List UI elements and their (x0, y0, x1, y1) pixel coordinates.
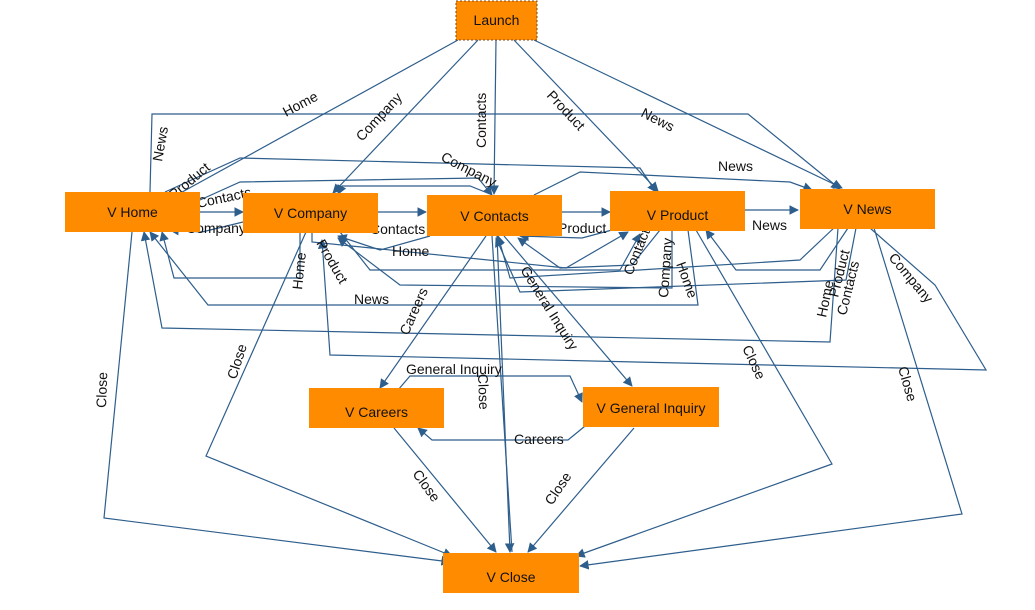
node-launch-label: Launch (474, 12, 520, 28)
node-v-close-label: V Close (486, 569, 535, 585)
edge-news-home (140, 227, 839, 343)
edge-contacts-news (533, 171, 813, 196)
edge-product-company (337, 230, 673, 289)
label-home-close: Close (93, 372, 110, 409)
edge-contacts-company (337, 184, 491, 195)
node-v-careers[interactable]: V Careers (309, 388, 444, 428)
edge-launch-product (513, 39, 659, 192)
edge-company-close (205, 231, 453, 558)
label-news-company: Company (886, 250, 937, 306)
edge-news-close (579, 227, 963, 570)
node-v-contacts[interactable]: V Contacts (427, 195, 562, 236)
label-company-close: Close (224, 342, 250, 381)
label-launch-contacts: Contacts (473, 93, 489, 148)
label-careers-close: Close (410, 466, 444, 505)
edge-product-close (575, 229, 833, 558)
edge-launch-company (332, 39, 479, 194)
node-v-news-label: V News (843, 201, 891, 217)
label-news-close: Close (895, 364, 920, 403)
label-general-inquiry-careers: Careers (514, 431, 564, 447)
edge-contacts-close (496, 235, 515, 553)
edge-company-product (311, 231, 629, 269)
label-product-contacts: Product (558, 220, 606, 236)
edge-careers-general-inquiry (397, 375, 583, 403)
node-v-home[interactable]: V Home (65, 192, 200, 232)
edge-product-home (149, 229, 699, 306)
edge-product-contacts (519, 229, 613, 242)
node-v-company-label: V Company (274, 205, 347, 221)
label-contacts-close: Close (475, 374, 492, 411)
label-contacts-home: Home (392, 243, 430, 259)
label-careers-general-inquiry: General Inquiry (406, 361, 502, 377)
edge-contacts-general-inquiry (503, 235, 633, 387)
label-contacts-general-inquiry: General Inquiry (517, 263, 581, 353)
label-company-contacts: Contacts (370, 221, 425, 237)
label-launch-company: Company (352, 89, 405, 144)
node-v-general-inquiry-label: V General Inquiry (597, 400, 706, 416)
node-launch[interactable]: Launch (455, 0, 538, 41)
edge-news-product (705, 227, 849, 271)
node-v-home-label: V Home (107, 204, 158, 220)
label-contacts-company: Company (439, 148, 500, 189)
edge-home-close (103, 231, 451, 566)
label-contacts-careers: Careers (396, 285, 431, 337)
label-general-inquiry-close: Close (541, 469, 574, 508)
edge-general-inquiry-close (527, 427, 635, 553)
label-product-news: News (752, 217, 787, 233)
edge-general-inquiry-careers (417, 421, 591, 441)
edge-contacts-home-2 (337, 234, 431, 251)
edge-contacts-careers (379, 235, 487, 389)
label-company-home-2: Home (289, 251, 309, 290)
nodes: Launch V Home V Company V Contacts V Pro… (65, 0, 935, 593)
edge-news-to-left-loop (495, 225, 837, 279)
edge-careers-close (393, 427, 497, 553)
edge-launch-home (154, 39, 459, 208)
label-product-home: Home (673, 260, 701, 301)
edge-company-news (159, 231, 301, 279)
label-product-company: Company (655, 237, 675, 298)
edges (103, 39, 988, 570)
edge-home-product (164, 157, 657, 193)
node-v-close[interactable]: V Close (443, 553, 579, 593)
edge-news-company (317, 227, 988, 371)
node-v-company[interactable]: V Company (243, 193, 378, 233)
node-v-careers-label: V Careers (345, 404, 408, 420)
edge-launch-contacts (489, 39, 499, 195)
label-news-home: Home (813, 279, 836, 319)
label-home-news: News (149, 125, 171, 162)
node-v-general-inquiry[interactable]: V General Inquiry (583, 387, 719, 427)
label-contacts-news: News (718, 158, 753, 174)
edge-company-home-2 (339, 231, 641, 271)
node-v-product-label: V Product (647, 207, 709, 223)
edge-contacts-close-2 (491, 235, 513, 553)
edge-news-contacts (495, 227, 857, 293)
edge-labels: Home Company Contacts Product News News … (93, 87, 936, 508)
label-launch-news: News (639, 104, 677, 134)
label-launch-home: Home (280, 88, 321, 120)
label-company-news: News (354, 291, 389, 307)
edge-product-contacts-2 (517, 229, 661, 269)
node-v-product[interactable]: V Product (610, 191, 745, 231)
edge-home-contacts (199, 177, 493, 201)
label-company-home: Company (186, 220, 246, 236)
edge-home-news (149, 113, 841, 193)
node-v-news[interactable]: V News (800, 189, 935, 229)
node-v-contacts-label: V Contacts (460, 208, 528, 224)
